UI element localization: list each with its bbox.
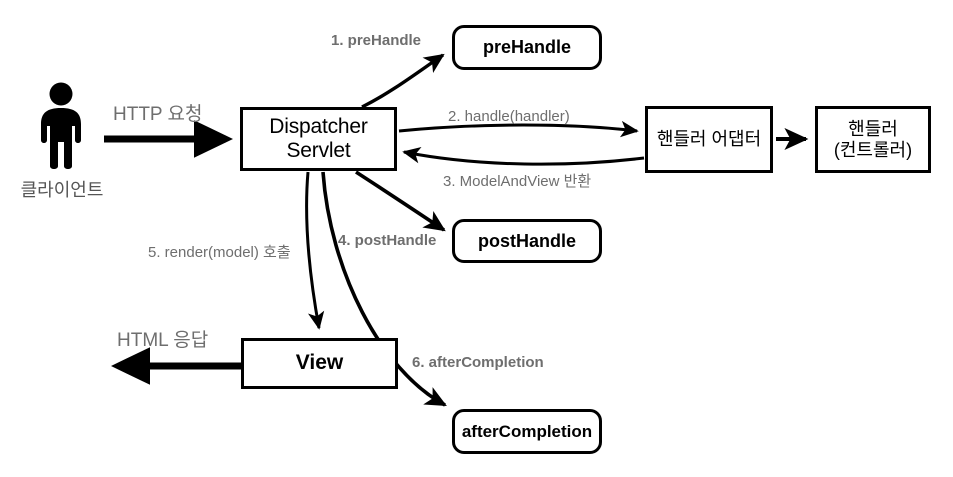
edge-label-http-request: HTTP 요청 [113, 104, 203, 125]
edge-label-step6-aftercompletion: 6. afterCompletion [412, 354, 544, 371]
node-handler-adapter[interactable]: 핸들러 어댑터 [645, 106, 773, 173]
node-posthandle[interactable]: postHandle [452, 219, 602, 263]
edge-step2-handle [398, 120, 639, 138]
node-prehandle-label: preHandle [482, 37, 572, 58]
node-aftercompletion-label: afterCompletion [461, 421, 593, 441]
node-dispatcher-servlet[interactable]: Dispatcher Servlet [240, 107, 397, 171]
node-prehandle[interactable]: preHandle [452, 25, 602, 70]
edge-step1-prehandle [361, 53, 445, 109]
edge-step3-modelandview [402, 147, 645, 166]
person-icon [33, 82, 89, 170]
edge-label-http-response: HTML 응답 [117, 330, 209, 351]
edge-label-step2-handle: 2. handle(handler) [448, 108, 570, 125]
node-handler-controller[interactable]: 핸들러 (컨트롤러) [815, 106, 931, 173]
edge-label-step5-render: 5. render(model) 호출 [148, 244, 291, 261]
edge-label-step3-modelandview: 3. ModelAndView 반환 [443, 173, 592, 190]
node-view[interactable]: View [241, 338, 398, 389]
edge-label-step1-prehandle: 1. preHandle [331, 32, 422, 49]
node-aftercompletion[interactable]: afterCompletion [452, 409, 602, 454]
node-handler-controller-label: 핸들러 (컨트롤러) [833, 118, 913, 160]
node-dispatcher-servlet-label: Dispatcher Servlet [269, 114, 368, 162]
edge-step5-render [305, 171, 325, 330]
node-view-label: View [295, 351, 344, 375]
node-posthandle-label: postHandle [477, 230, 576, 251]
edge-label-step4-posthandle: 4. postHandle [338, 232, 437, 249]
node-handler-adapter-label: 핸들러 어댑터 [656, 129, 762, 150]
client-label: 클라이언트 [20, 180, 104, 200]
edge-step4-posthandle [355, 170, 446, 232]
